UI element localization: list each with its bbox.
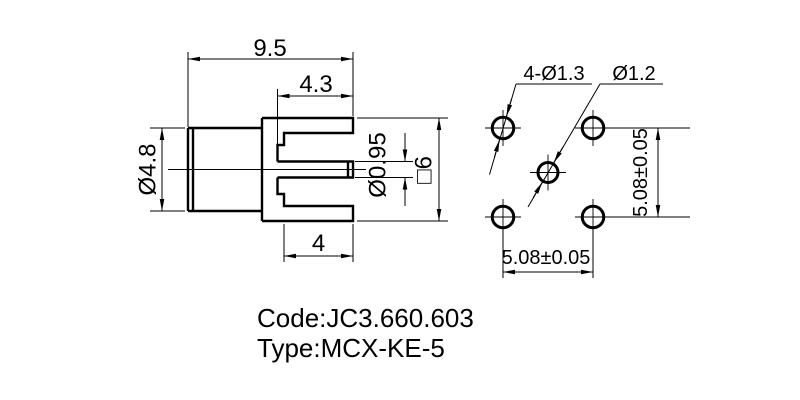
leader-corner-arrow-lower — [493, 139, 500, 158]
extension-lines-vertical-pitch — [610, 127, 690, 218]
dim-body-square-label: □6 — [411, 156, 438, 184]
center-pin-hole — [536, 161, 560, 184]
connector-barrel-outline — [186, 126, 262, 213]
leader-center-arrow-lower — [532, 182, 543, 199]
leader-corner-arrow-upper — [506, 98, 513, 117]
dim-vertical-pitch-label: 5.08±0.05 — [630, 128, 652, 217]
mounting-hole-bottom-right — [580, 204, 606, 230]
part-type-text: Type:MCX-KE-5 — [257, 333, 445, 363]
mounting-hole-top-left — [490, 115, 516, 141]
mounting-hole-top-right — [580, 115, 606, 141]
dim-horizontal-pitch-label: 5.08±0.05 — [502, 247, 591, 269]
extension-lines-square-6 — [357, 117, 448, 222]
dim-pin-diameter-label: Ø0.95 — [365, 132, 392, 197]
dim-flange-to-tip-label: 4.3 — [299, 71, 332, 98]
side-view: 9.5 4.3 Ø4.8 Ø0.95 □6 4 — [135, 35, 448, 262]
extension-lines-9-5 — [187, 52, 354, 127]
part-code-text: Code:JC3.660.603 — [257, 303, 474, 333]
connector-body-outline — [260, 116, 355, 223]
dim-barrel-diameter-label: Ø4.8 — [135, 143, 162, 195]
dim-overall-length-label: 9.5 — [253, 35, 286, 62]
extension-lines-dia-4-8 — [150, 127, 185, 212]
dim-leg-length-label: 4 — [312, 230, 325, 257]
leader-corner-holes — [489, 83, 592, 175]
footprint-view: 4-Ø1.3 Ø1.2 5.08±0.05 5.08±0.05 — [485, 63, 690, 278]
dim-corner-holes-label: 4-Ø1.3 — [523, 63, 584, 85]
dim-center-hole-label: Ø1.2 — [612, 63, 655, 85]
leader-center-arrow-upper — [553, 146, 564, 163]
mounting-hole-bottom-left — [490, 204, 516, 230]
title-block: Code:JC3.660.603 Type:MCX-KE-5 — [257, 303, 474, 363]
